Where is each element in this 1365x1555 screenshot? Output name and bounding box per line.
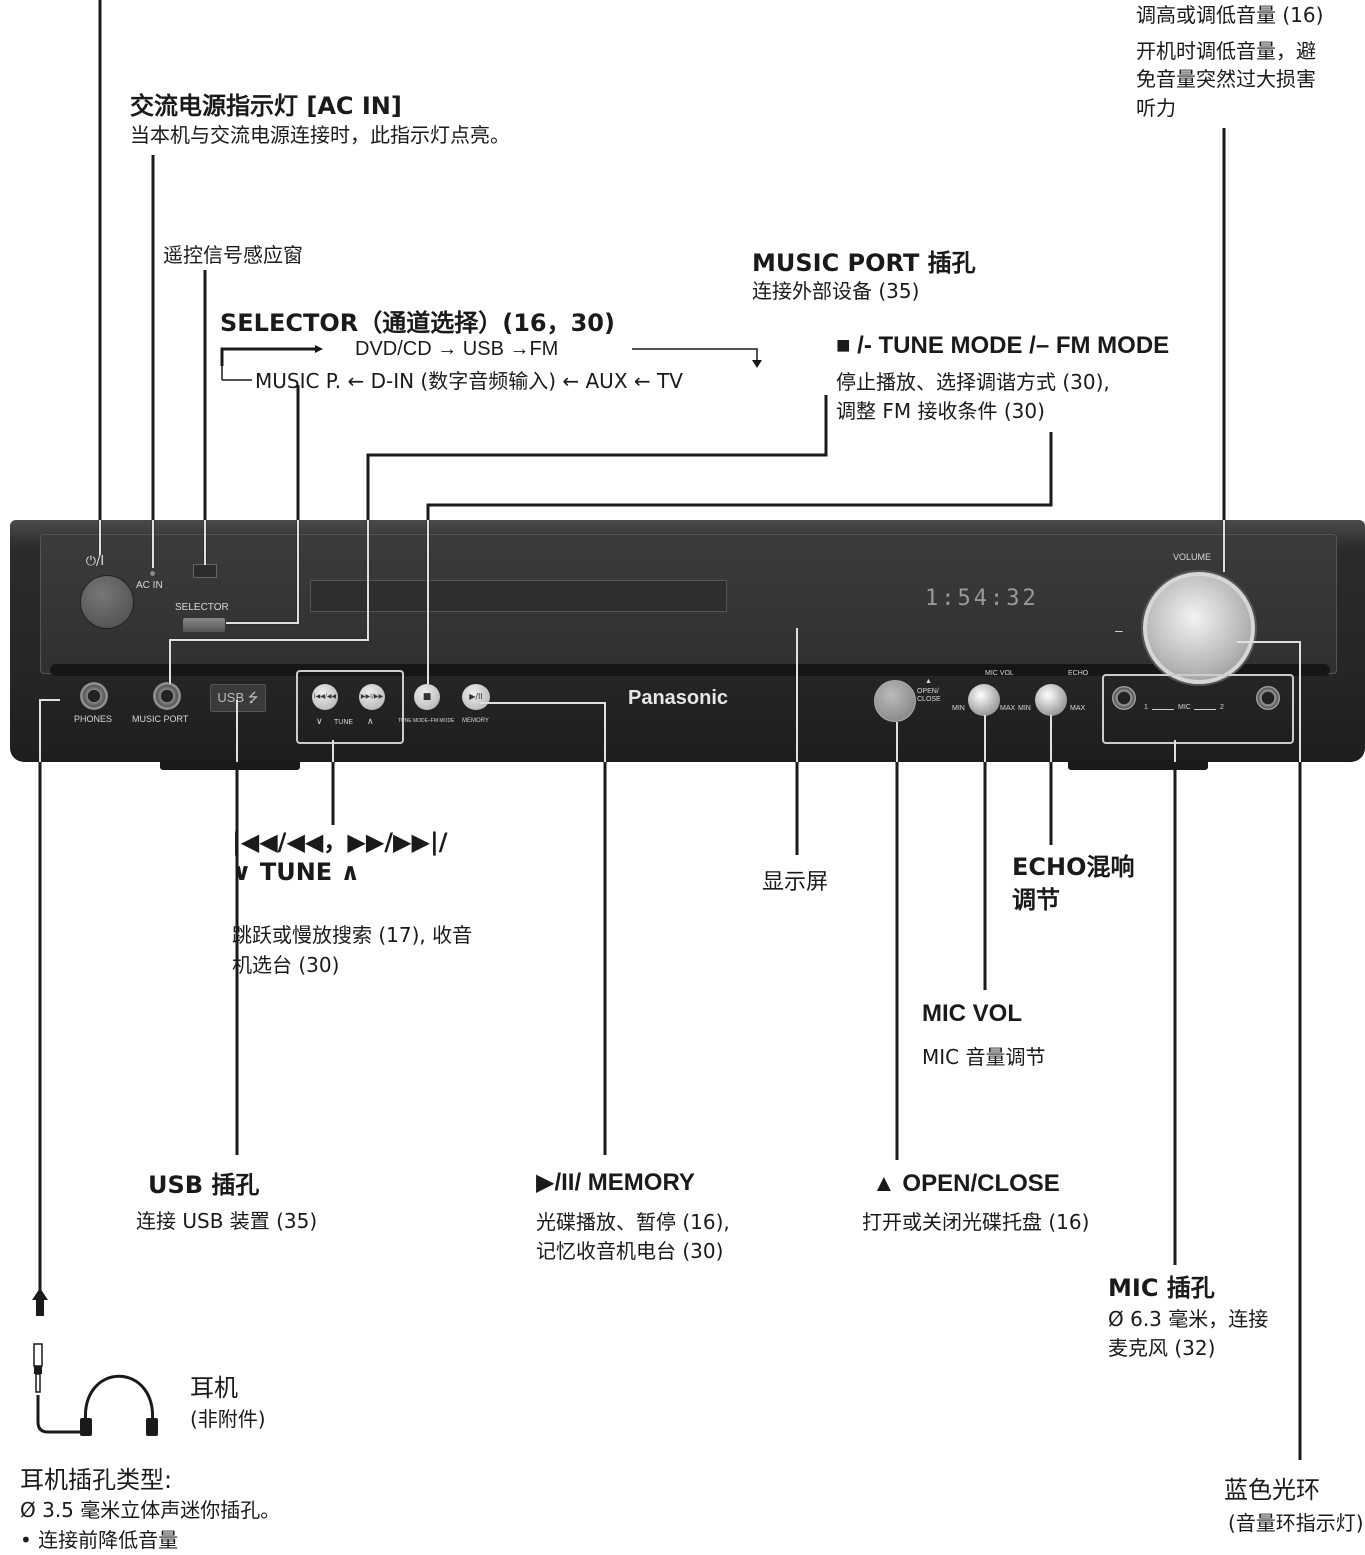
mic-vol-desc: MIC 音量调节 bbox=[922, 1045, 1046, 1069]
mic-jack-group bbox=[1102, 674, 1294, 744]
mic-jack-desc1: Ø 6.3 毫米，连接 bbox=[1108, 1307, 1269, 1331]
play-pause-button[interactable]: ▶/II bbox=[462, 684, 490, 710]
open-close-desc: 打开或关闭光碟托盘 (16) bbox=[862, 1210, 1090, 1234]
ac-in-title: 交流电源指示灯 [AC IN] bbox=[130, 92, 402, 120]
panel-groove bbox=[50, 664, 1330, 676]
volume-knob[interactable] bbox=[1143, 572, 1255, 684]
play-desc1: 光碟播放、暂停 (16), bbox=[536, 1210, 730, 1234]
echo-knob[interactable] bbox=[1035, 684, 1067, 716]
mic-jack-title: MIC 插孔 bbox=[1108, 1274, 1215, 1302]
open-close-title: ▲ OPEN/CLOSE bbox=[872, 1170, 1060, 1197]
blue-ring-desc: (音量环指示灯) bbox=[1228, 1511, 1364, 1535]
usb-title: USB 插孔 bbox=[148, 1171, 260, 1199]
display-screen: 1:54:32 bbox=[925, 586, 1039, 611]
mic1-jack[interactable] bbox=[1112, 686, 1136, 710]
tune-mode-desc2: 调整 FM 接收条件 (30) bbox=[836, 399, 1045, 423]
memory-label: MEMORY bbox=[462, 718, 489, 724]
disc-tray-slot bbox=[310, 580, 727, 612]
ac-in-label: AC IN bbox=[136, 580, 163, 591]
mic2-label: 2 bbox=[1220, 704, 1224, 711]
skip-desc1: 跳跃或慢放搜索 (17), 收音 bbox=[232, 923, 473, 947]
selector-row1: DVD/CD → USB →FM bbox=[355, 338, 559, 360]
tune-button-group bbox=[296, 670, 404, 744]
volume-minus-label: – bbox=[1115, 622, 1123, 638]
music-port-label: MUSIC PORT bbox=[132, 714, 189, 724]
tune-mode-title: ■ /- TUNE MODE /– FM MODE bbox=[836, 332, 1170, 359]
skip-title1: |◀◀/◀◀，▶▶/▶▶|/ bbox=[232, 828, 448, 856]
skip-back-button[interactable]: I◀◀/◀◀ bbox=[312, 684, 338, 710]
tune-down-label: ∨ bbox=[316, 716, 323, 726]
power-button[interactable] bbox=[80, 575, 134, 629]
skip-title2: ∨ TUNE ∧ bbox=[232, 858, 361, 886]
selector-button[interactable] bbox=[183, 618, 225, 632]
phones-jack[interactable] bbox=[80, 682, 108, 710]
open-close-button[interactable] bbox=[874, 680, 916, 722]
headphone-title: 耳机 bbox=[190, 1374, 238, 1402]
stop-button[interactable]: ■ bbox=[414, 684, 440, 710]
volume-desc3: 免音量突然过大损害 bbox=[1136, 67, 1316, 91]
display-label: 显示屏 bbox=[762, 870, 829, 895]
mic-vol-knob[interactable] bbox=[968, 684, 1000, 716]
device-front-panel: ⏻/I AC IN SELECTOR 1:54:32 VOLUME – + PH… bbox=[10, 520, 1365, 770]
mic1-label: 1 bbox=[1144, 704, 1148, 711]
mic-line-right bbox=[1194, 709, 1216, 710]
usb-desc: 连接 USB 装置 (35) bbox=[136, 1209, 318, 1233]
open-close-label: OPEN/ CLOSE bbox=[917, 688, 941, 703]
volume-desc4: 听力 bbox=[1136, 96, 1176, 120]
tune-mode-label: TUNE MODE–FM MODE bbox=[398, 718, 455, 724]
tune-up-label: ∧ bbox=[367, 716, 374, 726]
volume-label: VOLUME bbox=[1173, 552, 1212, 562]
echo-label: ECHO bbox=[1068, 670, 1089, 677]
volume-desc2: 开机时调低音量，避 bbox=[1136, 39, 1316, 63]
echo-max-label: MAX bbox=[1070, 705, 1086, 712]
play-desc2: 记忆收音机电台 (30) bbox=[536, 1239, 724, 1263]
ac-in-indicator bbox=[150, 571, 155, 576]
music-port-desc: 连接外部设备 (35) bbox=[752, 279, 920, 303]
selector-row2: MUSIC P. ← D-IN (数字音频输入) ← AUX ← TV bbox=[255, 369, 683, 393]
phones-type-desc: Ø 3.5 毫米立体声迷你插孔。 bbox=[20, 1498, 281, 1522]
left-foot bbox=[160, 760, 300, 770]
play-title: ▶/II/ MEMORY bbox=[536, 1169, 695, 1196]
mic-jack-desc2: 麦克风 (32) bbox=[1108, 1336, 1216, 1360]
headphone-icon bbox=[33, 1343, 158, 1436]
music-port-jack[interactable] bbox=[153, 682, 181, 710]
phones-type-title: 耳机插孔类型: bbox=[20, 1466, 173, 1494]
mic-line-left bbox=[1152, 709, 1174, 710]
selector-title: SELECTOR（通道选择）(16，30) bbox=[220, 309, 615, 337]
selector-label: SELECTOR bbox=[175, 602, 229, 613]
power-symbol-label: ⏻/I bbox=[85, 554, 105, 569]
tune-label: TUNE bbox=[334, 719, 354, 726]
headphone-sub: (非附件) bbox=[190, 1407, 266, 1431]
mic-vol-min-label: MIN bbox=[952, 705, 965, 712]
echo-title2: 调节 bbox=[1012, 886, 1060, 914]
echo-title1: ECHO混响 bbox=[1012, 853, 1135, 881]
skip-forward-button[interactable]: ▶▶I/▶▶ bbox=[359, 684, 385, 710]
mic2-jack[interactable] bbox=[1256, 686, 1280, 710]
remote-sensor-label: 遥控信号感应窗 bbox=[163, 243, 303, 267]
volume-desc1: 调高或调低音量 (16) bbox=[1136, 3, 1324, 27]
mic-vol-label: MIC VOL bbox=[985, 670, 1014, 677]
mic-vol-title: MIC VOL bbox=[922, 1000, 1022, 1027]
eject-icon: ▲ bbox=[925, 678, 932, 685]
mic-jacks-label: MIC bbox=[1178, 704, 1191, 711]
skip-desc2: 机选台 (30) bbox=[232, 953, 340, 977]
phones-label: PHONES bbox=[74, 714, 113, 724]
ac-in-desc: 当本机与交流电源连接时，此指示灯点亮。 bbox=[130, 123, 510, 147]
mic-vol-max-label: MAX bbox=[1000, 705, 1016, 712]
echo-min-label: MIN bbox=[1018, 705, 1031, 712]
music-port-title: MUSIC PORT 插孔 bbox=[752, 249, 976, 277]
right-foot bbox=[1068, 760, 1208, 770]
tune-mode-desc1: 停止播放、选择调谐方式 (30), bbox=[836, 370, 1110, 394]
panasonic-logo: Panasonic bbox=[628, 687, 729, 709]
blue-ring-title: 蓝色光环 bbox=[1224, 1476, 1320, 1504]
